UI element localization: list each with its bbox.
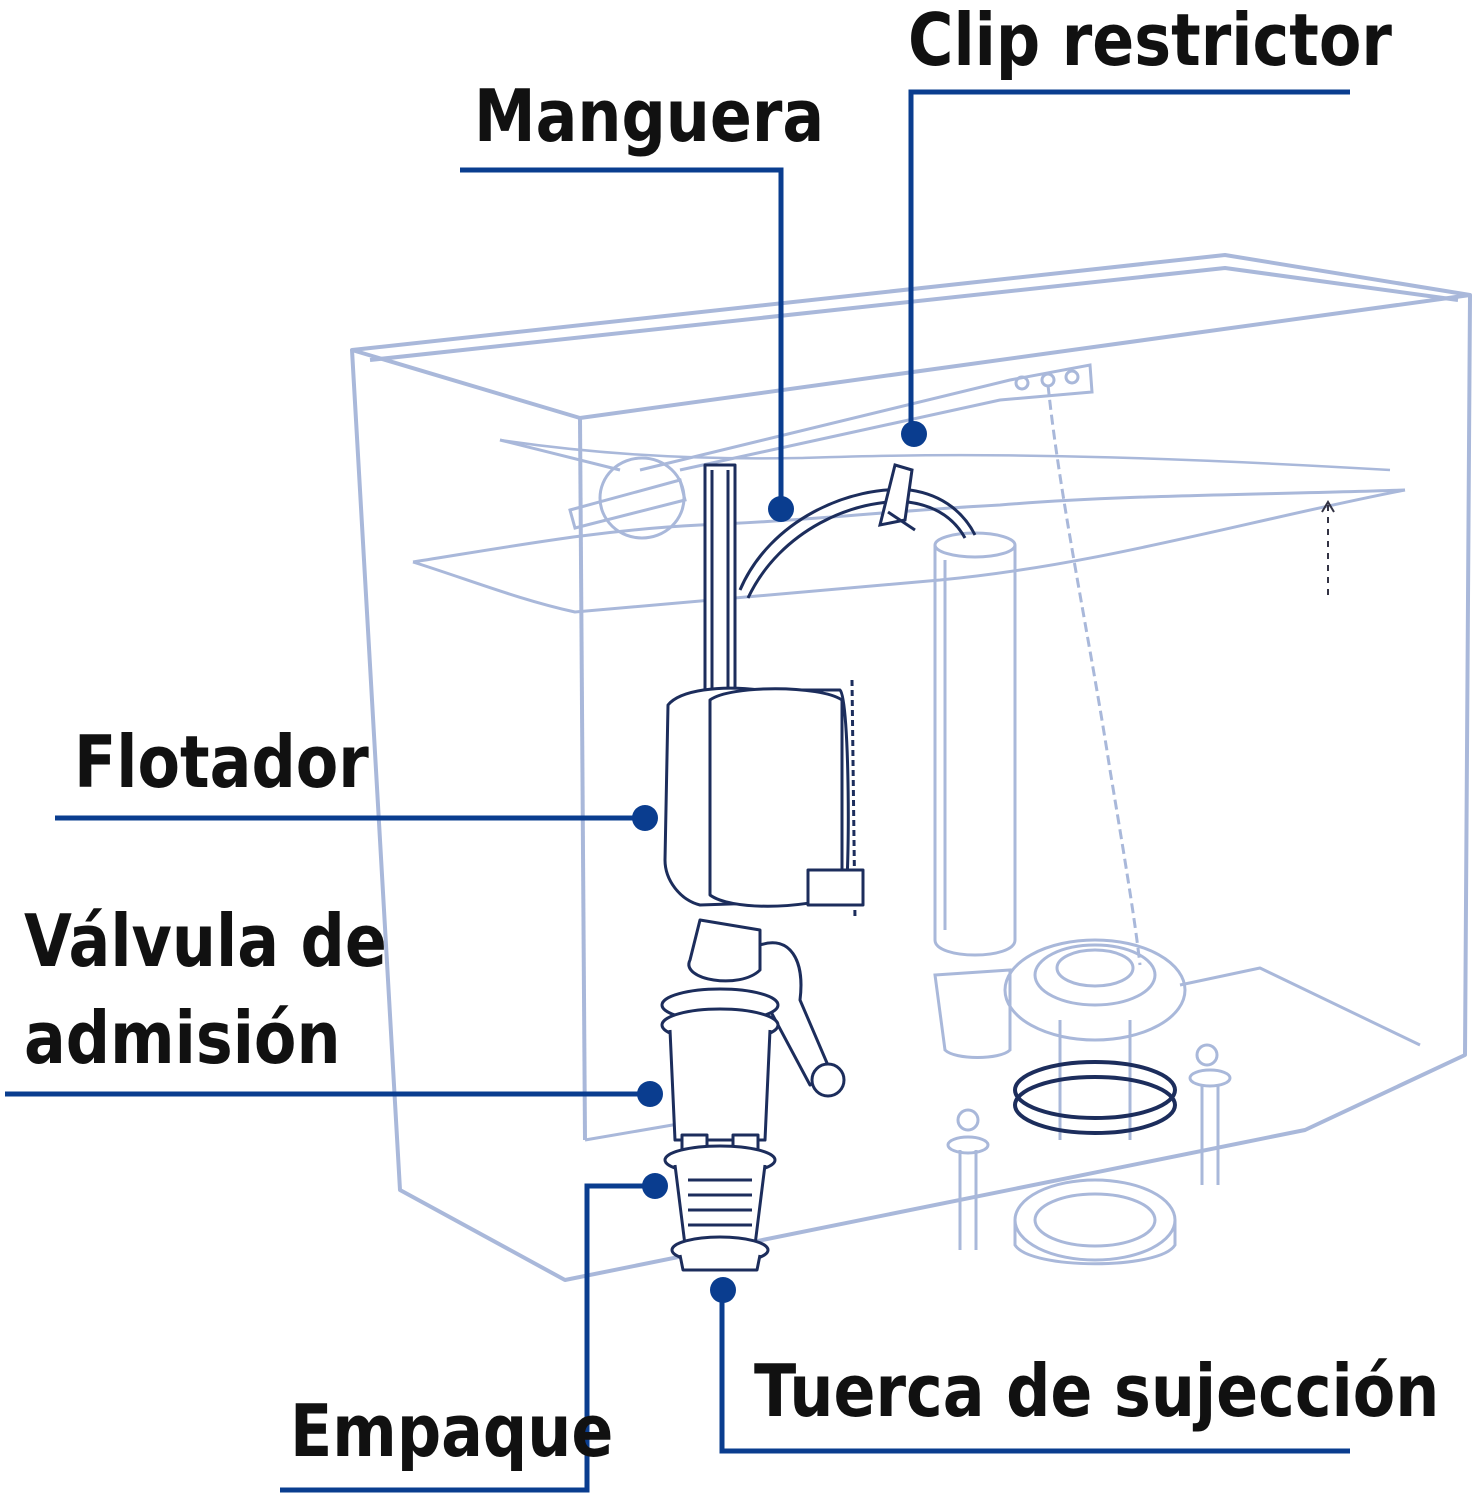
dot-flotador <box>632 805 658 831</box>
leader-tuerca <box>719 1292 1350 1454</box>
overflow-tube <box>933 531 1017 1059</box>
restrictor-clip <box>877 463 916 532</box>
leader-manguera <box>460 167 784 508</box>
tank <box>350 253 1472 1282</box>
dot-clip-restrictor <box>901 421 927 447</box>
flush-valve <box>1003 938 1187 1266</box>
leader-dots <box>632 421 927 1303</box>
label-clip-restrictor: Clip restrictor <box>908 0 1392 82</box>
label-flotador: Flotador <box>74 720 369 804</box>
label-tuerca-de-sujeccion: Tuerca de sujección <box>754 1349 1440 1433</box>
fill-valve <box>660 463 865 1272</box>
dot-valvula <box>637 1081 663 1107</box>
label-empaque: Empaque <box>290 1389 614 1473</box>
water-surface <box>412 438 1406 614</box>
label-valvula-line1: Válvula de <box>24 899 387 983</box>
tank-bolts <box>946 1043 1232 1250</box>
flush-handle <box>499 363 1094 540</box>
leader-empaque <box>280 1183 655 1493</box>
leader-lines <box>5 89 1350 1493</box>
dot-tuerca <box>710 1277 736 1303</box>
leader-clip-restrictor <box>908 89 1350 433</box>
dot-empaque <box>642 1173 668 1199</box>
label-valvula-line2: admisión <box>24 996 341 1080</box>
label-manguera: Manguera <box>474 74 825 158</box>
flush-chain <box>1046 384 1142 966</box>
dot-manguera <box>768 496 794 522</box>
